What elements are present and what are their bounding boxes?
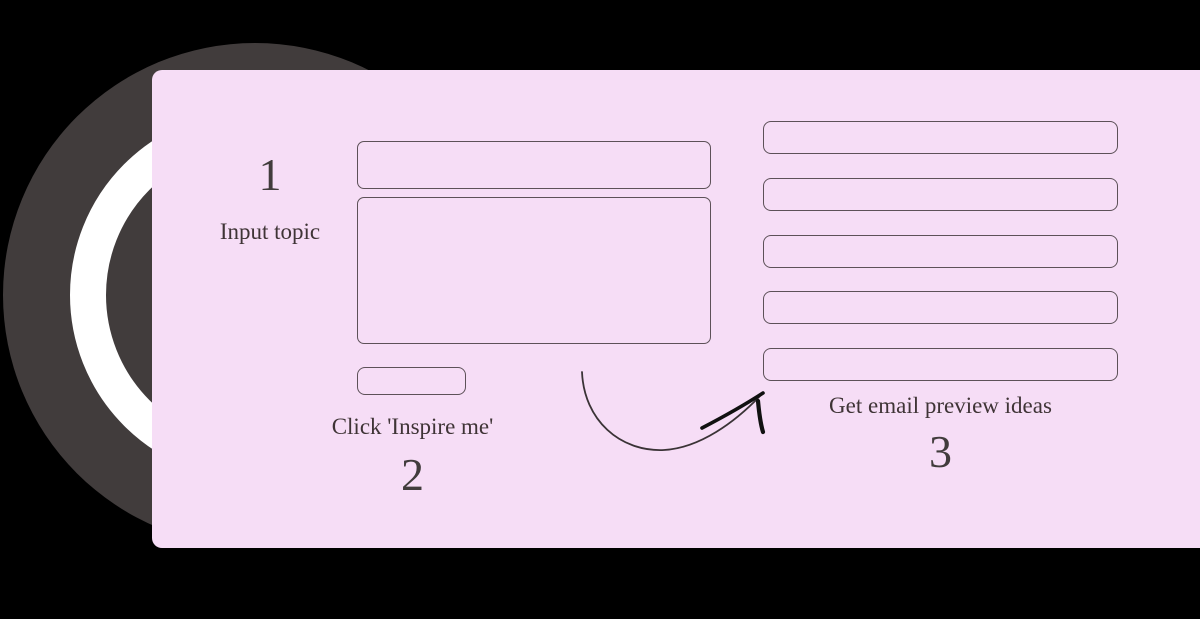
result-row[interactable]: [763, 178, 1118, 211]
step-two-caption: Click 'Inspire me': [331, 414, 494, 439]
step-three-label: Get email preview ideas 3: [768, 394, 1113, 475]
topic-input[interactable]: [357, 141, 711, 189]
result-row[interactable]: [763, 348, 1118, 381]
step-two-number: 2: [401, 449, 424, 500]
inspire-me-button[interactable]: [357, 367, 466, 395]
step-one-number: 1: [258, 149, 282, 200]
step-one-caption: Input topic: [219, 219, 321, 244]
step-two-label: Click 'Inspire me' 2: [300, 415, 525, 498]
step-three-number: 3: [929, 426, 952, 477]
content-panel: [152, 70, 1200, 548]
step-one-label: 1 Input topic: [190, 149, 350, 244]
result-row[interactable]: [763, 121, 1118, 154]
step-three-caption: Get email preview ideas: [829, 393, 1052, 418]
topic-textarea[interactable]: [357, 197, 711, 344]
result-row[interactable]: [763, 291, 1118, 324]
result-row[interactable]: [763, 235, 1118, 268]
